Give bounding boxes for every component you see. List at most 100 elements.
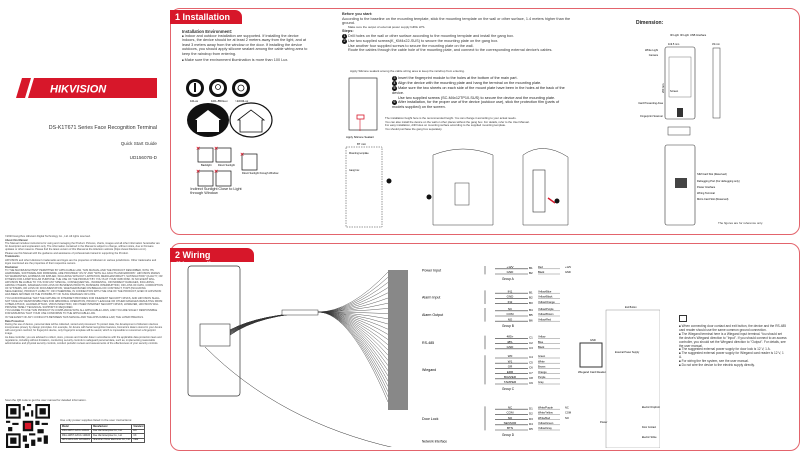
dropbolt-label: Electric Dropbolt — [642, 406, 660, 409]
pin-label: NC — [508, 405, 513, 409]
power-note: Make sure the output of external power s… — [348, 24, 426, 29]
svg-text:Gang box: Gang box — [349, 169, 360, 172]
svg-text:✕: ✕ — [196, 169, 200, 175]
step-2-detail: Route the cables through the cable hole … — [348, 48, 553, 53]
network-interface-label: Network Interface — [422, 439, 447, 443]
avoid-conditions — [197, 147, 258, 187]
wiring-header: 2 Wiring (Normal) — [170, 248, 254, 270]
svg-text:IR Light: IR Light — [670, 33, 679, 37]
wire-function: NC — [565, 405, 569, 409]
wire-function: +12V — [565, 265, 571, 269]
svg-text:Micro Card Slot (Reserved): Micro Card Slot (Reserved) — [697, 197, 729, 201]
doc-id: UD15607B-D — [129, 155, 157, 160]
svg-text:✕: ✕ — [214, 169, 218, 175]
wire-color: Black — [538, 270, 545, 274]
qr-code[interactable] — [6, 404, 50, 448]
wire-color: Yellow/Orange — [538, 300, 555, 304]
lux-icons — [186, 79, 250, 97]
wire-color: Red — [538, 265, 543, 269]
wire-function: GND — [565, 270, 571, 274]
terminal-id: D4 — [529, 422, 533, 426]
pin-label: GND — [507, 295, 515, 299]
external-power-label: External Power Supply — [615, 351, 640, 354]
cable-wire — [229, 311, 389, 340]
wire-color: Blue — [538, 340, 544, 344]
wire-color: Brown — [538, 365, 546, 369]
pin-label: COM — [507, 312, 515, 316]
svg-text:Direct Sunlight: Direct Sunlight — [218, 163, 235, 167]
svg-text:33 mm: 33 mm — [712, 42, 720, 46]
installation-diagrams: Apply Silicone Sealant 87 mm Mounting te… — [345, 77, 569, 228]
terminal-id: B2 — [529, 271, 533, 275]
product-title: DS-K1T671 Series Face Recognition Termin… — [48, 125, 157, 131]
group-label: Group A — [502, 277, 515, 281]
pin-label: BUZZER — [504, 375, 517, 379]
lux-label: >1000Lux — [235, 99, 249, 103]
pin-label: +12V — [506, 265, 513, 269]
steps-heading: Steps: — [342, 29, 354, 34]
pin-label: ERR — [507, 370, 514, 374]
wire-function: COM — [565, 411, 571, 415]
environment-illustrations: 10Lux 100~850Lux >1000Lux ✕✕✕✕✕ Backligh… — [186, 79, 278, 187]
installation-panel — [170, 8, 800, 235]
cable-wire — [229, 311, 389, 387]
pin-label: 485+ — [507, 335, 514, 339]
terminal-id: C8 — [529, 376, 533, 380]
lux-label: 10Lux — [190, 99, 199, 103]
terminal-id: C4 — [529, 355, 533, 359]
before-text: According to the baseline on the mountin… — [342, 16, 571, 26]
svg-text:✕: ✕ — [240, 152, 244, 158]
installation-header: 1 Installation — [170, 10, 242, 24]
device-rear-wiring — [187, 265, 408, 447]
wiring-notes: When connecting door contact and exit bu… — [679, 315, 787, 368]
strike-label: Electric Strike — [642, 436, 657, 439]
day-house-icon — [229, 102, 273, 138]
svg-text:USB Interface: USB Interface — [690, 33, 707, 37]
wire-color: Orange — [538, 370, 547, 374]
terminal-id: B2 — [529, 296, 533, 300]
wire-color: Yellow/Red — [538, 317, 551, 321]
lux-label: 100~850Lux — [211, 99, 228, 103]
svg-text:87 mm: 87 mm — [357, 142, 367, 146]
cable-wire — [229, 311, 389, 403]
dimension-title: Dimension: — [636, 20, 664, 26]
svg-text:SIM Card Slot (Reserved): SIM Card Slot (Reserved) — [697, 172, 727, 176]
wire-color: Green — [538, 354, 546, 358]
svg-text:Camera: Camera — [649, 53, 659, 57]
pin-label: TAMPER — [504, 380, 517, 384]
wire-color: Yellow/Purple — [538, 307, 554, 311]
mounting-plate — [348, 77, 378, 131]
svg-text:Screen: Screen — [670, 89, 679, 93]
interface-label: Alarm Output — [422, 313, 443, 317]
environment-bullet: Indoor and outdoor installation are supp… — [182, 34, 310, 56]
step-2-detail: Use another four supplied screws to secu… — [348, 43, 474, 48]
terminal-id: D5 — [529, 427, 533, 431]
wiegand-reader — [579, 342, 603, 368]
power-supply-text: Use only power supplies listed in the us… — [60, 418, 133, 422]
environment-bullet: Make sure the environment illumination i… — [182, 58, 310, 62]
cover-page: HIKVISION DS-K1T671 Series Face Recognit… — [0, 0, 168, 453]
interface-label: Door Lock — [422, 417, 439, 421]
cable-wire — [229, 311, 389, 335]
cable-wire — [229, 311, 389, 336]
svg-text:Fingerprint Scanner: Fingerprint Scanner — [640, 114, 663, 118]
wire-color: Yellow/Black — [538, 295, 553, 299]
indirect-sunlight-label: Indirect Sunlight through Window — [190, 187, 218, 196]
gnd-label: GND — [590, 338, 596, 342]
svg-text:Direct Sunlight through Window: Direct Sunlight through Window — [242, 171, 278, 175]
sealant-note: Apply Silicone sealant among the cable w… — [350, 69, 465, 73]
pin-label: W1 — [508, 359, 513, 363]
wire-color: White/Yellow — [538, 411, 553, 415]
pin-label: BTN — [507, 426, 513, 430]
environment-section: Installation Environment: Indoor and out… — [182, 29, 310, 62]
guide-title: Quick Start Guide — [120, 141, 157, 146]
svg-text:✕: ✕ — [196, 146, 200, 152]
wire-color: Yellow/Brown — [538, 312, 554, 316]
hikvision-logo: HIKVISION — [16, 78, 157, 98]
terminal-id: B4 — [529, 308, 533, 312]
pin-label: 485- — [507, 340, 513, 344]
wire-color: White/Purple — [538, 405, 553, 409]
interface-label: Power Input — [422, 269, 441, 273]
